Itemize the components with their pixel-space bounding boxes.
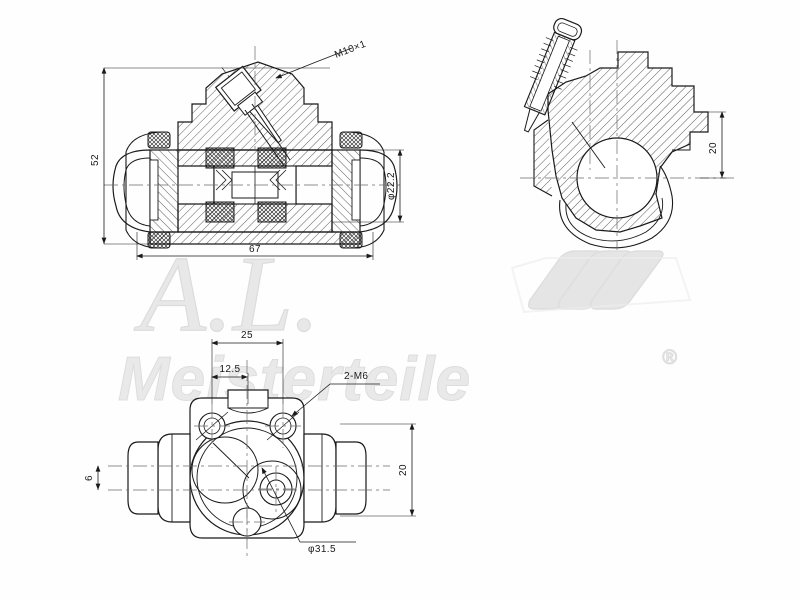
dimension-label-22-2: φ22.2 [386,172,397,200]
plan-centerlines [108,360,390,560]
view-side-section: 20 [520,17,736,250]
watermark-script-text: A.L. [134,235,320,354]
dimension-span-12-5: 12.5 [211,364,249,404]
dimension-label-6: 6 [84,475,95,481]
dimension-label-12-5: 12.5 [219,364,240,375]
plan-right-boot [303,433,367,523]
dimension-plan-height-20: 20 [340,423,416,517]
view-bottom-plan: 25 12.5 2-M6 20 6 φ3 [84,330,416,560]
side-bleeder-screw [523,17,606,169]
dimension-bore-22-2: φ22.2 [332,149,404,223]
front-bleeder-screw [214,65,291,167]
dimension-label-67: 67 [249,244,261,255]
plan-left-boot [127,433,191,523]
front-left-dust-boot [112,131,171,249]
dimension-label-2-m6: 2-M6 [344,371,368,382]
dimension-body-dia-31-5: φ31.5 [261,467,356,555]
dimension-span-25: 25 [211,330,284,404]
front-centerlines [104,46,400,186]
watermark-trademark-symbol: ® [662,347,677,369]
dimension-label-plan-20: 20 [398,464,409,476]
dimension-label-31-5: φ31.5 [308,544,336,555]
dimension-label-25: 25 [241,330,253,341]
dimension-thread-2-m6: 2-M6 [291,371,380,417]
front-right-dust-boot [339,131,398,249]
dimension-length-67: 67 [136,232,374,260]
dimension-offset-6: 6 [84,465,101,490]
dimension-label-52: 52 [90,154,101,166]
view-front-section: 52 φ22.2 67 M10×1 [90,39,404,260]
dimension-side-height-20: 20 [694,111,726,179]
dimension-label-side-20: 20 [708,142,719,154]
dimension-height-52: 52 [90,67,330,245]
watermark-logo-icon [510,250,692,314]
